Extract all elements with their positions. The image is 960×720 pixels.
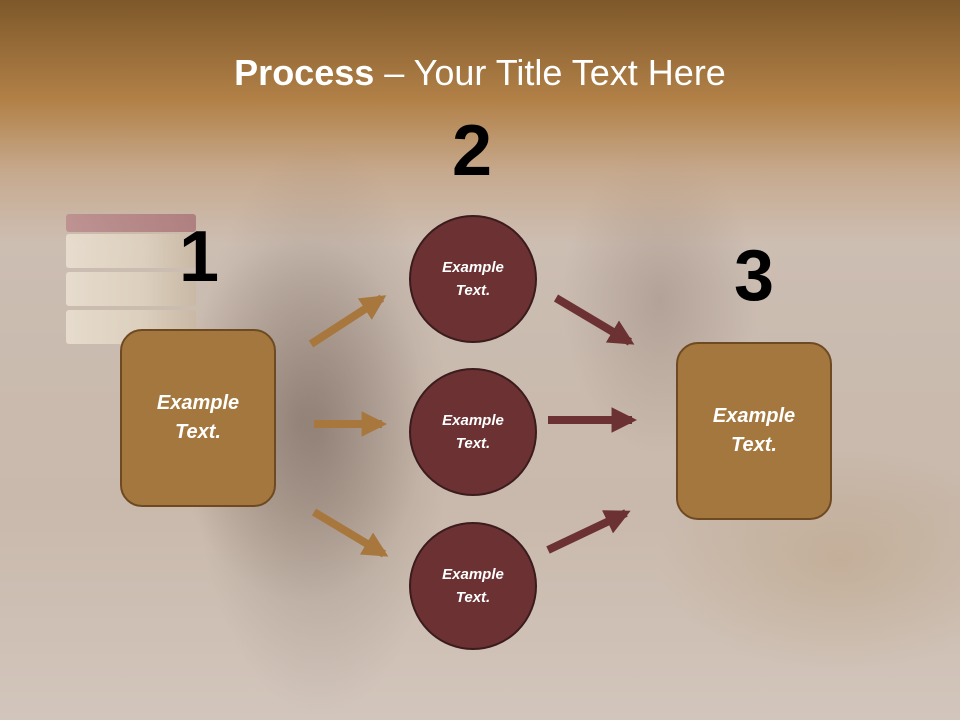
circle-middle-line1: Example xyxy=(442,412,504,429)
step-number-3: 3 xyxy=(733,236,775,316)
arrow-left-to-top xyxy=(308,294,387,348)
left-box-line2: Text. xyxy=(175,421,221,443)
left-box-line1: Example xyxy=(156,392,240,414)
right-box-line1: Example xyxy=(712,405,796,427)
step-number-1: 1 xyxy=(178,217,220,297)
arrow-left-to-bottom xyxy=(311,508,389,558)
arrow-top-to-right xyxy=(553,294,635,346)
circle-bottom[interactable]: Example Text. xyxy=(409,522,537,650)
circle-bottom-line2: Text. xyxy=(455,589,491,606)
circle-middle-line2: Text. xyxy=(455,435,491,452)
circle-bottom-line1: Example xyxy=(442,566,504,583)
slide-title: Process – Your Title Text Here xyxy=(0,52,960,94)
step-number-2: 2 xyxy=(451,111,493,191)
circle-top[interactable]: Example Text. xyxy=(409,215,537,343)
left-box[interactable]: Example Text. xyxy=(120,329,276,507)
arrow-bottom-to-right xyxy=(546,509,631,554)
right-box-line2: Text. xyxy=(731,434,777,456)
circle-top-line2: Text. xyxy=(455,282,491,299)
circle-middle[interactable]: Example Text. xyxy=(409,368,537,496)
right-box[interactable]: Example Text. xyxy=(676,342,832,520)
title-rest: – Your Title Text Here xyxy=(374,52,726,93)
title-bold: Process xyxy=(234,52,375,93)
circle-top-line1: Example xyxy=(442,259,504,276)
